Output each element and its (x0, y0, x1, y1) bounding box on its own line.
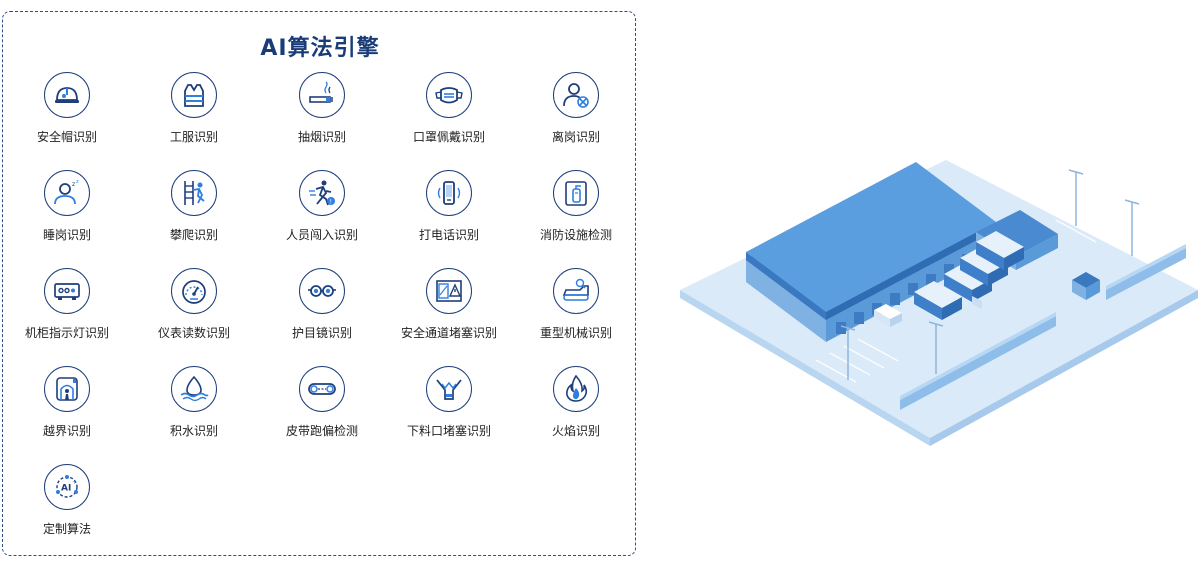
truck-4 (914, 281, 962, 320)
algorithm-item-water[interactable]: 积水识别 (130, 364, 258, 452)
algorithm-item-smoking[interactable]: 抽烟识别 (258, 70, 386, 158)
algorithm-label: 睡岗识别 (42, 228, 91, 242)
extinguisher-icon (553, 170, 599, 216)
svg-text:+: + (72, 479, 77, 486)
warehouse-main (746, 162, 996, 342)
helmet-icon (44, 72, 90, 118)
algorithm-label: 口罩佩戴识别 (412, 130, 485, 144)
intrusion-icon: ! (299, 170, 345, 216)
algorithm-item-passage-blocked[interactable]: 安全通道堵塞识别 (385, 266, 513, 354)
algorithm-item-mask[interactable]: 口罩佩戴识别 (385, 70, 513, 158)
algorithm-label: 护目镜识别 (291, 326, 352, 340)
belt-icon (299, 366, 345, 412)
algorithm-label: 攀爬识别 (169, 228, 218, 242)
heavy-machine-icon (553, 268, 599, 314)
svg-text:!: ! (330, 199, 332, 206)
user-off-icon (553, 72, 599, 118)
ai-custom-icon: AI+ (44, 464, 90, 510)
algorithm-label: 人员闯入识别 (285, 228, 358, 242)
algorithm-item-gauge[interactable]: 仪表读数识别 (130, 266, 258, 354)
algorithm-label: 机柜指示灯识别 (24, 326, 109, 340)
ground-left-edge (680, 290, 930, 446)
goggles-icon (299, 268, 345, 314)
algorithm-item-goggles[interactable]: 护目镜识别 (258, 266, 386, 354)
algorithm-item-custom[interactable]: AI+ 定制算法 (3, 462, 131, 550)
algorithm-label: 越界识别 (42, 424, 91, 438)
algorithm-label: 消防设施检测 (539, 228, 612, 242)
street-lights (840, 169, 1140, 380)
guard-house (1072, 272, 1100, 300)
algorithm-label: 安全通道堵塞识别 (400, 326, 497, 340)
algorithm-item-hopper[interactable]: 下料口堵塞识别 (385, 364, 513, 452)
algorithm-item-heavy-machine[interactable]: 重型机械识别 (512, 266, 640, 354)
water-icon (171, 366, 217, 412)
algorithm-item-boundary[interactable]: 越界识别 (3, 364, 131, 452)
algorithm-item-phone[interactable]: 打电话识别 (385, 168, 513, 256)
algorithm-label: 皮带跑偏检测 (285, 424, 358, 438)
svg-text:z: z (76, 179, 79, 185)
algorithm-item-helmet[interactable]: 安全帽识别 (3, 70, 131, 158)
ai-engine-panel: AI算法引擎 安全帽识别 工服识别 抽烟识别 口罩佩戴识别 (2, 11, 636, 556)
algorithm-item-intrusion[interactable]: ! 人员闯入识别 (258, 168, 386, 256)
vest-icon (171, 72, 217, 118)
algorithm-item-climbing[interactable]: 攀爬识别 (130, 168, 258, 256)
phone-icon (426, 170, 472, 216)
truck-3 (976, 231, 1024, 270)
boundary-icon (44, 366, 90, 412)
algorithm-label: 安全帽识别 (36, 130, 97, 144)
algorithm-label: 仪表读数识别 (157, 326, 230, 340)
cabinet-light-icon (44, 268, 90, 314)
panel-title: AI算法引擎 (260, 36, 380, 61)
fence-right (1106, 244, 1186, 300)
van (874, 304, 902, 327)
algorithm-label: 打电话识别 (418, 228, 479, 242)
algorithm-item-workwear[interactable]: 工服识别 (130, 70, 258, 158)
svg-text:AI: AI (61, 484, 71, 494)
algorithm-label: 离岗识别 (551, 130, 600, 144)
algorithm-label: 下料口堵塞识别 (406, 424, 491, 438)
svg-text:z: z (72, 181, 75, 188)
algorithm-label: 抽烟识别 (297, 130, 346, 144)
cigarette-icon (299, 72, 345, 118)
hopper-icon (426, 366, 472, 412)
algorithm-item-off-post[interactable]: 离岗识别 (512, 70, 640, 158)
algorithm-label: 火焰识别 (551, 424, 600, 438)
algorithm-item-fire-equipment[interactable]: 消防设施检测 (512, 168, 640, 256)
algorithm-item-belt[interactable]: 皮带跑偏检测 (258, 364, 386, 452)
algorithm-item-flame[interactable]: 火焰识别 (512, 364, 640, 452)
algorithm-label: 积水识别 (169, 424, 218, 438)
fence-front (900, 312, 1056, 410)
algorithm-label: 重型机械识别 (539, 326, 612, 340)
mask-icon (426, 72, 472, 118)
algorithm-label: 定制算法 (42, 522, 91, 536)
algorithm-grid: 安全帽识别 工服识别 抽烟识别 口罩佩戴识别 离岗识别 (3, 70, 637, 550)
algorithm-item-cabinet-light[interactable]: 机柜指示灯识别 (3, 266, 131, 354)
gauge-icon (171, 268, 217, 314)
factory-illustration (680, 160, 1198, 446)
flame-icon (553, 366, 599, 412)
blocked-passage-icon (426, 268, 472, 314)
ground-right-edge (930, 290, 1198, 446)
parking-lines (815, 205, 1125, 383)
climb-icon (171, 170, 217, 216)
algorithm-label: 工服识别 (169, 130, 218, 144)
